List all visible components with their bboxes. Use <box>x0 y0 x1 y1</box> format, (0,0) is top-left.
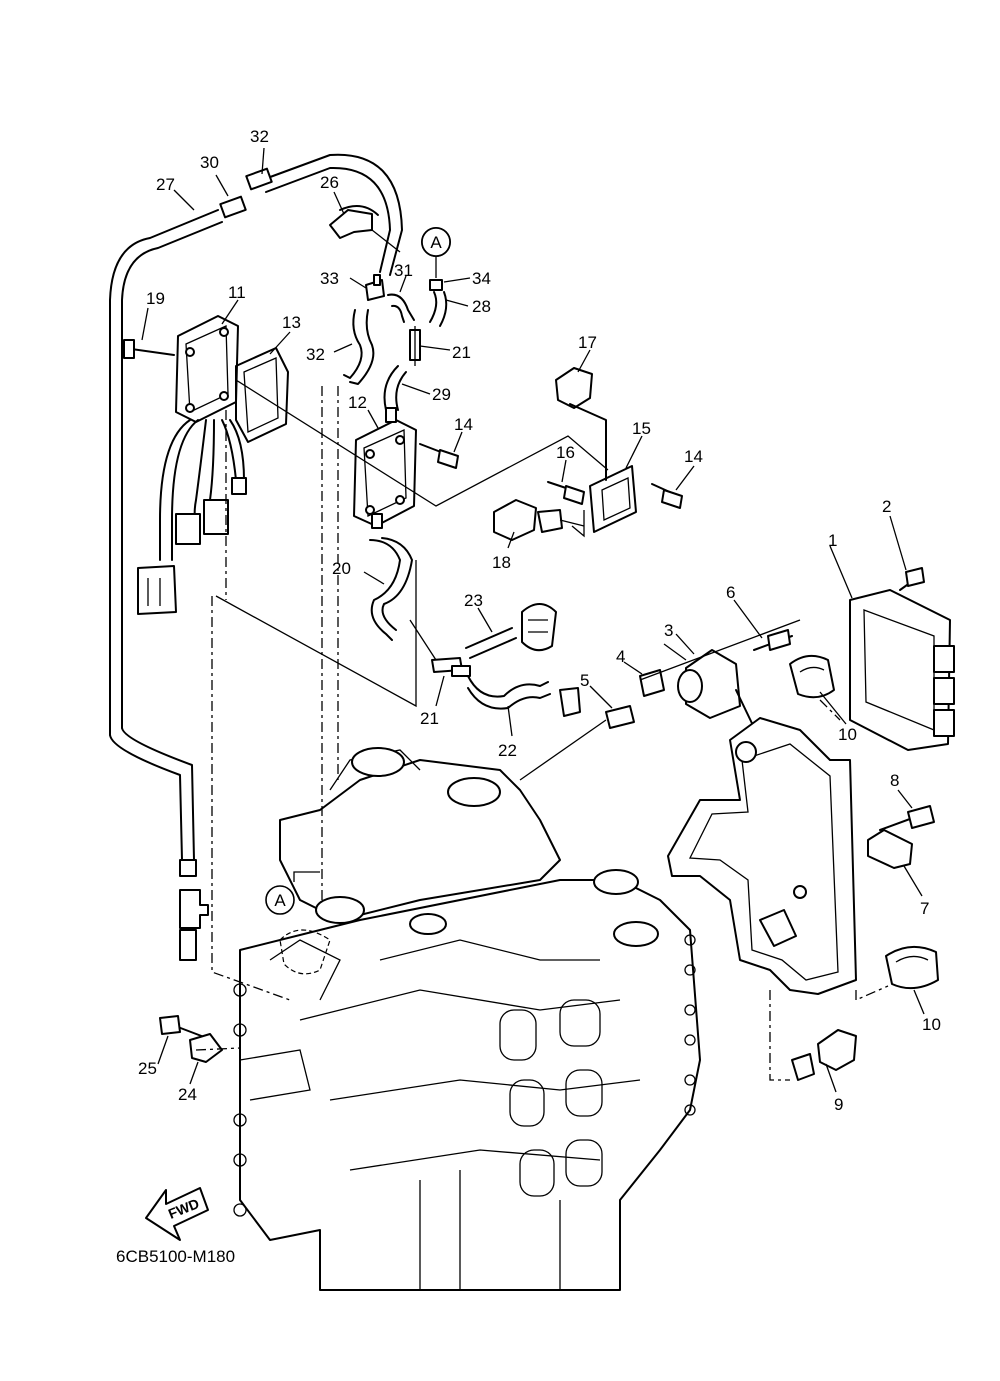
label-part-2: 2 <box>882 497 891 516</box>
label-part-1: 1 <box>828 531 837 550</box>
label-part-30: 30 <box>200 153 219 172</box>
label-part-21-lower: 21 <box>420 709 439 728</box>
plate-12 <box>353 407 417 529</box>
marker-a-top: A <box>421 227 451 278</box>
label-part-10-lower: 10 <box>922 1015 941 1034</box>
label-part-21-upper: 21 <box>452 343 471 362</box>
hoses-lower <box>431 603 581 717</box>
label-part-4: 4 <box>616 647 625 666</box>
label-part-29: 29 <box>432 385 451 404</box>
marker-a-bottom: A <box>265 871 320 915</box>
label-part-20: 20 <box>332 559 351 578</box>
label-part-23: 23 <box>464 591 483 610</box>
label-part-7: 7 <box>920 899 929 918</box>
bolt-14-upper <box>419 443 459 469</box>
label-part-12: 12 <box>348 393 367 412</box>
hose-20 <box>369 537 413 641</box>
label-part-13: 13 <box>282 313 301 332</box>
label-part-31: 31 <box>394 261 413 280</box>
label-part-5: 5 <box>580 671 589 690</box>
label-part-25: 25 <box>138 1059 157 1078</box>
clamp-15-group <box>493 367 683 541</box>
bracket-large <box>667 717 857 995</box>
lead-lines <box>195 379 889 1081</box>
part-labels: 1 2 3 4 5 6 7 8 9 10 10 11 12 13 14 14 1… <box>138 127 941 1114</box>
bolt-8-clip-7 <box>867 805 935 869</box>
label-part-27: 27 <box>156 175 175 194</box>
label-part-8: 8 <box>890 771 899 790</box>
label-part-16: 16 <box>556 443 575 462</box>
label-part-17: 17 <box>578 333 597 352</box>
label-part-24: 24 <box>178 1085 197 1104</box>
label-part-33: 33 <box>320 269 339 288</box>
label-part-14-upper: 14 <box>454 415 473 434</box>
bracket-11 <box>123 315 247 615</box>
clamp-10-lower <box>885 945 939 990</box>
engine-block <box>233 747 701 1291</box>
gasket-13 <box>235 347 289 443</box>
label-part-32-lower: 32 <box>306 345 325 364</box>
marker-a-bottom-label: A <box>274 891 286 910</box>
label-part-34: 34 <box>472 269 491 288</box>
hose-loop <box>109 153 403 961</box>
label-part-32-upper: 32 <box>250 127 269 146</box>
fwd-arrow: FWD <box>145 1187 209 1241</box>
label-part-26: 26 <box>320 173 339 192</box>
label-part-22: 22 <box>498 741 517 760</box>
label-part-14-lower: 14 <box>684 447 703 466</box>
marker-a-top-label: A <box>430 233 442 252</box>
ecu-1 <box>849 567 955 751</box>
hoses-31-33 <box>343 274 415 420</box>
label-leaders <box>141 147 925 1093</box>
label-part-9: 9 <box>834 1095 843 1114</box>
mount-3-group <box>605 629 793 741</box>
bolt-25-clip-24 <box>159 1015 223 1063</box>
label-part-18: 18 <box>492 553 511 572</box>
clip-26 <box>329 205 401 253</box>
clip-9 <box>791 1029 857 1081</box>
label-part-3: 3 <box>664 621 673 640</box>
label-part-19: 19 <box>146 289 165 308</box>
clamp-10-upper <box>789 654 835 699</box>
label-part-11: 11 <box>228 283 246 302</box>
diagram-code: 6CB5100-M180 <box>116 1247 235 1266</box>
label-part-10-upper: 10 <box>838 725 857 744</box>
label-part-28: 28 <box>472 297 491 316</box>
label-part-6: 6 <box>726 583 735 602</box>
label-part-15: 15 <box>632 419 651 438</box>
connector-30 <box>219 167 273 219</box>
